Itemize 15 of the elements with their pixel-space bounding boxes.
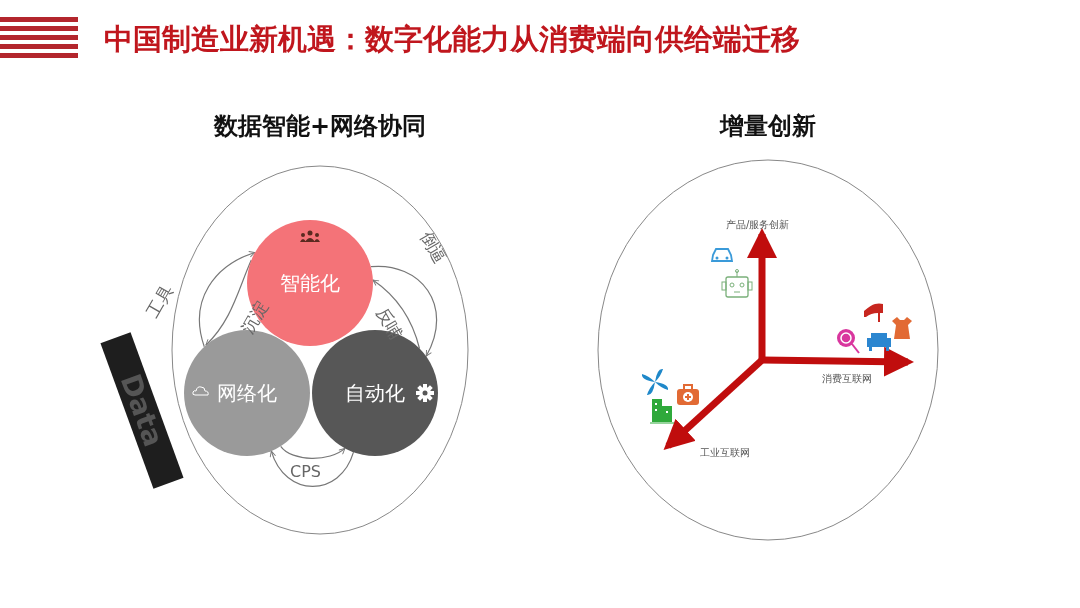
axis-label: 消费互联网	[822, 372, 872, 386]
edge-label: CPS	[290, 462, 321, 481]
axis-label: 工业互联网	[700, 446, 750, 460]
curved-arrow	[199, 251, 256, 348]
curved-arrow	[280, 445, 346, 459]
slide-title: 中国制造业新机遇：数字化能力从消费端向供给端迁移	[104, 21, 800, 58]
curved-arrow	[370, 265, 438, 357]
group-heading: 增量创新	[718, 111, 817, 142]
axis-label: 产品/服务创新	[726, 218, 790, 232]
edge-label: 倒逼	[415, 227, 452, 268]
edge-label: 反哺	[371, 303, 408, 344]
edge-label: 工具	[141, 281, 178, 322]
curved-arrow	[372, 279, 421, 350]
curved-arrow	[270, 450, 355, 487]
group-heading: 数据智能+网络协同	[212, 111, 428, 142]
